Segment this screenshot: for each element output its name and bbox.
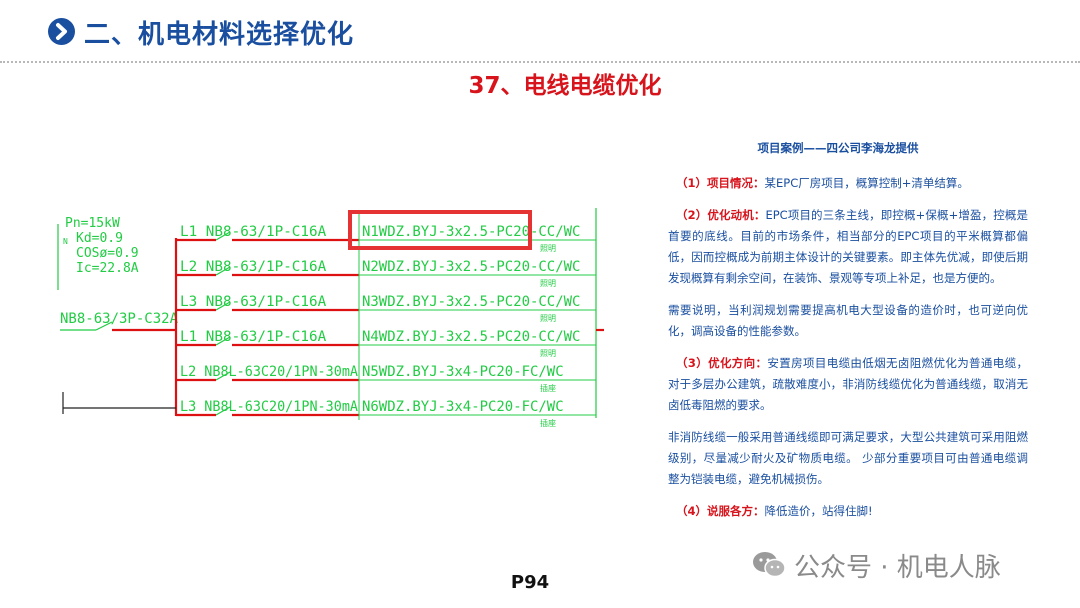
circuit-row: L1 NB8-63/1P-C16A N1WDZ.BYJ-3x2.5-PC20-CC… <box>176 224 596 253</box>
parameter-block: Pn=15kW Kd=0.9 COSø=0.9 Ic=22.8A N <box>57 216 139 290</box>
paragraph-direction: （3）优化方向：安置房项目电缆由低烟无卤阻燃优化为普通电缆，对于多层办公建筑，疏… <box>668 356 1028 412</box>
slide-title: 37、电线电缆优化 <box>468 73 662 99</box>
switch-symbol <box>215 266 231 276</box>
param-text: Kd=0.9 <box>76 231 123 246</box>
switch-symbol <box>215 371 231 381</box>
label: （1）项目情况： <box>676 176 765 190</box>
cable-label: N3WDZ.BYJ-3x2.5-PC20-CC/WC <box>362 294 580 310</box>
breaker-label: L2 NB8L-63C20/1PN-30mA <box>180 364 359 380</box>
load-label: 照明 <box>540 279 556 288</box>
load-label: 照明 <box>540 314 556 323</box>
paragraph-persuade: （4）说服各方：降低造价，站得住脚! <box>676 504 873 518</box>
switch-symbol <box>215 231 231 241</box>
breaker-label: L1 NB8-63/1P-C16A <box>180 329 327 345</box>
chevron-right-icon <box>48 18 75 45</box>
main-breaker-label: NB8-63/3P-C32A <box>60 311 179 327</box>
switch-symbol <box>215 301 231 311</box>
breaker-label: L3 NB8L-63C20/1PN-30mA <box>180 399 359 415</box>
load-label: 照明 <box>540 349 556 358</box>
cable-label: N1WDZ.BYJ-3x2.5-PC20-CC/WC <box>362 224 580 240</box>
breaker-label: L1 NB8-63/1P-C16A <box>180 224 327 240</box>
label: （2）优化动机： <box>676 208 766 222</box>
breaker-label: L2 NB8-63/1P-C16A <box>180 259 327 275</box>
switch-symbol <box>215 406 231 416</box>
text-column: 项目案例——四公司李海龙提供 （1）项目情况：某EPC厂房项目，概算控制+清单结… <box>668 138 1028 533</box>
circuit-row: L2 NB8-63/1P-C16A N2WDZ.BYJ-3x2.5-PC20-CC… <box>176 259 596 288</box>
watermark-text: 公众号 · 机电人脉 <box>794 552 1001 583</box>
svg-text:N: N <box>63 237 68 246</box>
param-text: COSø=0.9 <box>76 246 139 261</box>
paragraph-cable-advice: 非消防线缆一般采用普通线缆即可满足要求，大型公共建筑可采用阻燃级别，尽量减少耐火… <box>668 430 1028 486</box>
cable-label: N4WDZ.BYJ-3x2.5-PC20-CC/WC <box>362 329 580 345</box>
cable-label: N6WDZ.BYJ-3x4-PC20-FC/WC <box>362 399 564 415</box>
paragraph-project: （1）项目情况：某EPC厂房项目，概算控制+清单结算。 <box>676 176 969 190</box>
load-label: 插座 <box>540 418 556 428</box>
wechat-icon <box>753 552 786 578</box>
param-text: Ic=22.8A <box>76 261 139 276</box>
watermark: 公众号 · 机电人脉 <box>752 548 1001 583</box>
circuit-row: L1 NB8-63/1P-C16A N4WDZ.BYJ-3x2.5-PC20-CC… <box>176 329 596 358</box>
circuit-group: L1 NB8-63/1P-C16A N1WDZ.BYJ-3x2.5-PC20-CC… <box>176 224 596 428</box>
paragraph-motivation: （2）优化动机：EPC项目的三条主线，即控概+保概+增盈，控概是首要的底线。目前… <box>668 208 1028 285</box>
load-label: 插座 <box>540 383 556 393</box>
circuit-row: L3 NB8-63/1P-C16A N3WDZ.BYJ-3x2.5-PC20-CC… <box>176 294 596 323</box>
load-label: 照明 <box>540 244 556 253</box>
section-title: 二、机电材料选择优化 <box>84 20 355 50</box>
page-number: P94 <box>510 572 550 593</box>
breaker-label: L3 NB8-63/1P-C16A <box>180 294 327 310</box>
cable-label: N2WDZ.BYJ-3x2.5-PC20-CC/WC <box>362 259 580 275</box>
header: 二、机电材料选择优化 <box>0 0 1080 64</box>
switch-symbol <box>215 336 231 346</box>
paragraph-note: 需要说明，当利润规划需要提高机电大型设备的造价时，也可逆向优化，调高设备的性能参… <box>668 303 1028 338</box>
case-title: 项目案例——四公司李海龙提供 <box>757 141 919 155</box>
header-divider <box>0 61 1080 63</box>
param-text: Pn=15kW <box>65 216 120 231</box>
highlight-box <box>348 210 532 250</box>
label: （4）说服各方： <box>676 504 765 518</box>
wiring-diagram: Pn=15kW Kd=0.9 COSø=0.9 Ic=22.8A N NB8-6… <box>57 208 604 428</box>
label: （3）优化方向： <box>676 356 768 370</box>
cable-label: N5WDZ.BYJ-3x4-PC20-FC/WC <box>362 364 564 380</box>
